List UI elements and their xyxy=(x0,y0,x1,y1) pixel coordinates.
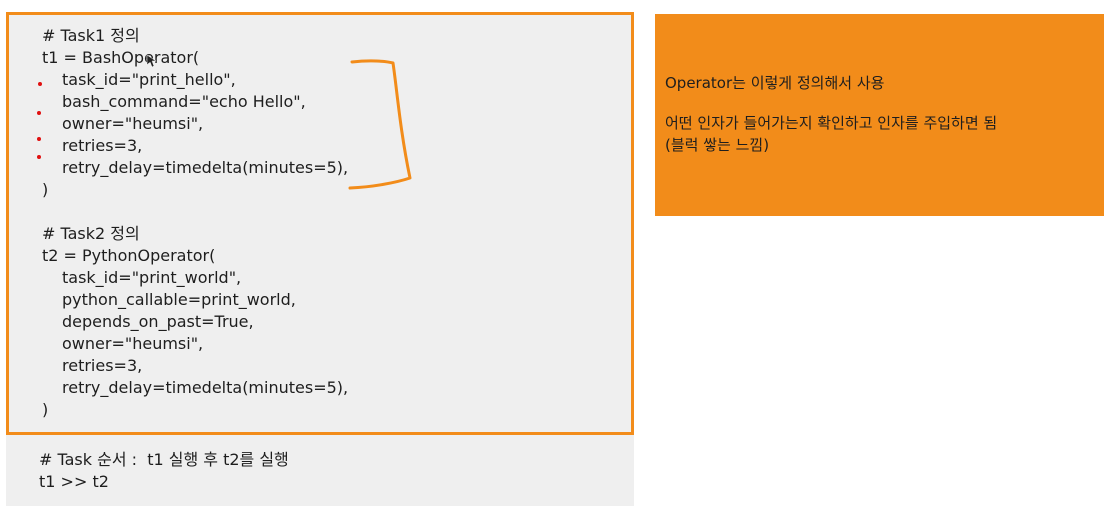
task-order-line: # Task 순서 : t1 실행 후 t2를 실행 xyxy=(39,450,289,469)
code-line: python_callable=print_world, xyxy=(62,290,296,309)
code-line: ) xyxy=(42,180,49,199)
code-lines: # Task1 정의 t1 = BashOperator( task_id="pri… xyxy=(42,25,348,421)
code-line: task_id="print_world", xyxy=(62,268,242,287)
note-box: Operator는 이렇게 정의해서 사용 어떤 인자가 들어가는지 확인하고 … xyxy=(655,14,1104,216)
code-slide-panel: # Task1 정의 t1 = BashOperator( task_id="pri… xyxy=(6,12,634,506)
code-line: task_id="print_hello", xyxy=(62,70,236,89)
note-line-3: (블럭 쌓는 느낌) xyxy=(665,136,770,154)
code-line: # Task2 정의 xyxy=(42,224,140,243)
code-line: # Task1 정의 xyxy=(42,26,140,45)
code-line: t1 = BashOperator( xyxy=(42,48,200,67)
code-line: t2 = PythonOperator( xyxy=(42,246,216,265)
code-line: retries=3, xyxy=(62,356,143,375)
note-line-1: Operator는 이렇게 정의해서 사용 xyxy=(665,74,885,92)
code-line: owner="heumsi", xyxy=(62,334,204,353)
code-line: bash_command="echo Hello", xyxy=(62,92,306,111)
note-line-2: 어떤 인자가 들어가는지 확인하고 인자를 주입하면 됨 xyxy=(665,114,998,132)
code-line: ) xyxy=(42,400,49,419)
code-line: owner="heumsi", xyxy=(62,114,204,133)
code-line: retries=3, xyxy=(62,136,143,155)
task-order-line: t1 >> t2 xyxy=(39,472,109,491)
code-line: retry_delay=timedelta(minutes=5), xyxy=(62,158,349,177)
code-line: depends_on_past=True, xyxy=(62,312,254,331)
task-order-code: # Task 순서 : t1 실행 후 t2를 실행 t1 >> t2 xyxy=(39,449,289,493)
code-line xyxy=(42,201,348,223)
code-line: retry_delay=timedelta(minutes=5), xyxy=(62,378,349,397)
highlighted-code-box: # Task1 정의 t1 = BashOperator( task_id="pri… xyxy=(6,12,634,435)
